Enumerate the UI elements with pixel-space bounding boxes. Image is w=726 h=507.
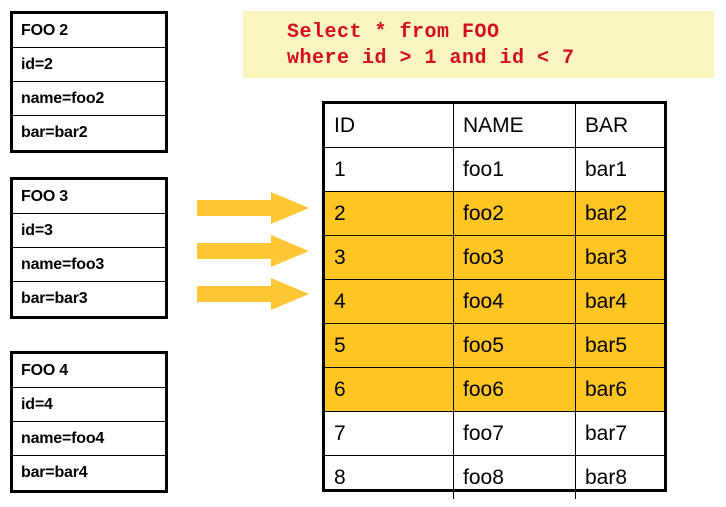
entity-field-name: name=foo4 [13, 422, 165, 456]
column-header-name: NAME [453, 104, 576, 148]
table-row: 1 foo1 bar1 [325, 147, 664, 192]
cell-bar: bar6 [575, 367, 664, 412]
table-row: 5 foo5 bar5 [325, 323, 664, 368]
cell-id: 5 [325, 323, 454, 368]
entity-field-name: name=foo2 [13, 82, 165, 116]
entity-box-title: FOO 3 [13, 180, 165, 214]
entity-box-title: FOO 4 [13, 354, 165, 388]
cell-id: 3 [325, 235, 454, 280]
entity-field-id: id=2 [13, 48, 165, 82]
cell-id: 6 [325, 367, 454, 412]
table-row: 7 foo7 bar7 [325, 411, 664, 456]
cell-name: foo8 [453, 455, 576, 499]
cell-bar: bar3 [575, 235, 664, 280]
cell-bar: bar1 [575, 147, 664, 192]
cell-name: foo6 [453, 367, 576, 412]
entity-field-bar: bar=bar3 [21, 290, 88, 307]
right-arrow-icon [197, 192, 309, 224]
entity-field-id: id=3 [13, 214, 165, 248]
sql-query-line-1: Select * from FOO [287, 21, 500, 44]
cell-name: foo3 [453, 235, 576, 280]
sql-query-panel: Select * from FOO where id > 1 and id < … [243, 11, 714, 78]
cell-name: foo7 [453, 411, 576, 456]
table-row: 6 foo6 bar6 [325, 367, 664, 412]
cell-name: foo5 [453, 323, 576, 368]
cell-id: 7 [325, 411, 454, 456]
column-header-bar: BAR [575, 104, 664, 148]
right-arrow-icon [197, 235, 309, 267]
entity-box-foo2: FOO 2 id=2 name=foo2 bar=bar2 [10, 11, 168, 153]
sql-query-line-2: where id > 1 and id < 7 [287, 47, 575, 70]
cell-bar: bar2 [575, 191, 664, 236]
cell-bar: bar8 [575, 455, 664, 499]
cell-bar: bar5 [575, 323, 664, 368]
cell-id: 8 [325, 455, 454, 499]
entity-box-title: FOO 2 [13, 14, 165, 48]
table-row: 2 foo2 bar2 [325, 191, 664, 236]
table-row: 8 foo8 bar8 [325, 455, 664, 499]
flow-arrow-group [197, 192, 311, 312]
cell-bar: bar4 [575, 279, 664, 324]
cell-name: foo2 [453, 191, 576, 236]
entity-field-bar: bar=bar2 [21, 124, 88, 141]
entity-field-id: id=4 [13, 388, 165, 422]
cell-name: foo4 [453, 279, 576, 324]
entity-field-bar: bar=bar4 [21, 464, 88, 481]
column-header-id: ID [325, 104, 454, 148]
cell-bar: bar7 [575, 411, 664, 456]
cell-id: 4 [325, 279, 454, 324]
right-arrow-icon [197, 278, 309, 310]
table-row: 3 foo3 bar3 [325, 235, 664, 280]
cell-id: 1 [325, 147, 454, 192]
cell-id: 2 [325, 191, 454, 236]
result-table: ID NAME BAR 1 foo1 bar1 2 foo2 bar2 3 fo… [322, 101, 667, 499]
table-row: 4 foo4 bar4 [325, 279, 664, 324]
table-header-row: ID NAME BAR [325, 104, 664, 148]
entity-box-foo3: FOO 3 id=3 name=foo3 bar=bar3 [10, 177, 168, 319]
entity-field-name: name=foo3 [13, 248, 165, 282]
cell-name: foo1 [453, 147, 576, 192]
entity-box-foo4: FOO 4 id=4 name=foo4 bar=bar4 [10, 351, 168, 493]
